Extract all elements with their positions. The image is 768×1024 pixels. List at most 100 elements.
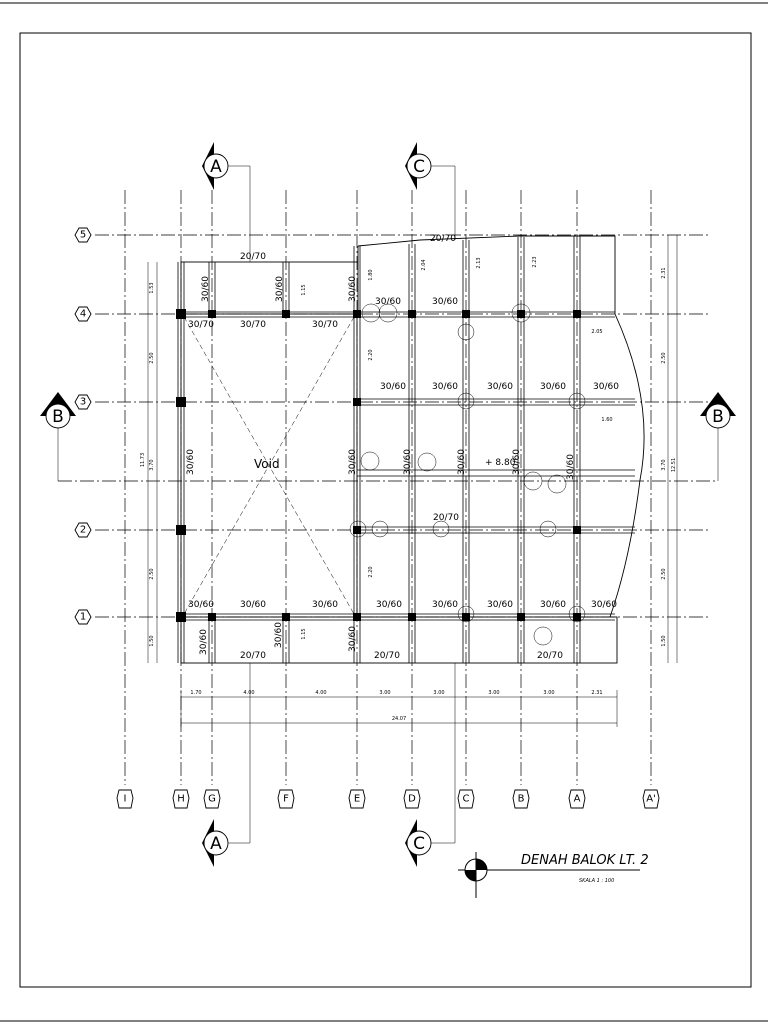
column-label: E [354, 794, 360, 805]
svg-text:4.00: 4.00 [315, 690, 326, 696]
svg-text:30/60: 30/60 [593, 382, 619, 392]
svg-text:11.73: 11.73 [140, 453, 146, 467]
svg-text:20/70: 20/70 [240, 651, 266, 661]
svg-text:30/60: 30/60 [348, 449, 358, 475]
svg-text:30/60: 30/60 [274, 622, 284, 648]
section-marker-b-left: B [40, 392, 76, 481]
svg-text:30/60: 30/60 [591, 600, 617, 610]
row-label: 1 [80, 612, 86, 623]
svg-text:1.53: 1.53 [149, 282, 155, 293]
svg-text:2.23: 2.23 [532, 256, 538, 267]
section-marker-c-bottom: C [405, 663, 456, 867]
column-label: A' [646, 794, 656, 805]
svg-text:B: B [52, 407, 64, 427]
svg-text:30/60: 30/60 [512, 449, 522, 475]
svg-text:20/70: 20/70 [430, 234, 456, 244]
svg-text:1.15: 1.15 [301, 628, 307, 639]
section-marker-a-bottom: A [202, 663, 251, 867]
column-label: B [518, 794, 525, 805]
svg-text:30/60: 30/60 [540, 382, 566, 392]
svg-text:2.04: 2.04 [421, 259, 427, 270]
section-marker-a-top: A [202, 142, 251, 262]
svg-text:30/60: 30/60 [457, 449, 467, 475]
section-marker-b-right: B [700, 392, 736, 481]
openings [349, 303, 586, 646]
row-bubbles: 5 4 3 2 1 [74, 227, 92, 625]
svg-text:2.13: 2.13 [476, 257, 482, 268]
svg-text:30/60: 30/60 [188, 600, 214, 610]
row-label: 3 [80, 397, 86, 408]
svg-text:30/70: 30/70 [240, 320, 266, 330]
svg-text:20/70: 20/70 [374, 651, 400, 661]
bottom-dimension-chain: 1.70 4.00 4.00 3.00 3.00 3.00 3.00 2.31 … [180, 690, 618, 727]
left-dimension-chain: 11.73 1.53 2.50 3.70 2.50 1.50 [140, 262, 158, 663]
void-cross [183, 316, 355, 615]
column-label: A [574, 794, 581, 805]
svg-text:30/60: 30/60 [240, 600, 266, 610]
segment-dims: 1.15 1.15 1.80 2.04 2.13 2.23 2.20 2.20 … [301, 256, 613, 639]
svg-text:1.50: 1.50 [149, 635, 155, 646]
svg-text:3.00: 3.00 [488, 690, 499, 696]
column-bubbles: I H G F E D C B A A' [116, 789, 660, 809]
svg-text:30/60: 30/60 [201, 276, 211, 302]
svg-text:30/60: 30/60 [403, 449, 413, 475]
svg-text:2.50: 2.50 [661, 568, 667, 579]
svg-text:30/60: 30/60 [375, 297, 401, 307]
right-dimension-chain: 2.31 2.50 3.70 2.50 1.50 12.51 [661, 235, 678, 663]
void-label: Void [254, 457, 280, 471]
svg-text:3.70: 3.70 [149, 459, 155, 470]
svg-text:C: C [413, 834, 425, 854]
svg-text:30/60: 30/60 [540, 600, 566, 610]
section-marker-c-top: C [405, 142, 456, 240]
svg-text:30/60: 30/60 [312, 600, 338, 610]
svg-text:30/60: 30/60 [186, 449, 196, 475]
svg-text:1.80: 1.80 [368, 269, 374, 280]
column-label: D [408, 794, 416, 805]
svg-text:A: A [210, 834, 222, 854]
row-label: 4 [80, 309, 86, 320]
svg-text:30/70: 30/70 [188, 320, 214, 330]
drawing-scale: SKALA 1 : 100 [579, 878, 614, 884]
svg-text:30/60: 30/60 [380, 382, 406, 392]
beam-labels: 20/70 20/70 30/70 30/70 30/70 30/60 30/6… [186, 234, 619, 661]
column-label: I [124, 794, 127, 805]
svg-text:12.51: 12.51 [671, 458, 677, 472]
svg-text:30/60: 30/60 [487, 382, 513, 392]
svg-text:30/60: 30/60 [275, 276, 285, 302]
svg-text:20/70: 20/70 [240, 252, 266, 262]
svg-text:30/70: 30/70 [312, 320, 338, 330]
svg-text:A: A [210, 157, 222, 177]
svg-text:C: C [413, 157, 425, 177]
svg-text:30/60: 30/60 [432, 600, 458, 610]
row-label: 2 [80, 525, 86, 536]
svg-text:2.05: 2.05 [591, 329, 602, 335]
svg-text:2.20: 2.20 [368, 566, 374, 577]
svg-text:30/60: 30/60 [348, 276, 358, 302]
column-label: H [177, 794, 185, 805]
row-label: 5 [80, 230, 86, 241]
vertical-grid-lines [124, 190, 652, 785]
svg-text:3.00: 3.00 [379, 690, 390, 696]
svg-text:30/60: 30/60 [348, 626, 358, 652]
svg-text:3.70: 3.70 [661, 459, 667, 470]
svg-text:3.00: 3.00 [543, 690, 554, 696]
column-label: G [208, 794, 216, 805]
svg-text:30/60: 30/60 [487, 600, 513, 610]
svg-text:4.00: 4.00 [243, 690, 254, 696]
svg-text:30/60: 30/60 [566, 454, 576, 480]
svg-text:2.31: 2.31 [661, 267, 667, 278]
drawing-frame [19, 32, 752, 988]
svg-text:1.70: 1.70 [190, 690, 201, 696]
svg-text:2.50: 2.50 [149, 568, 155, 579]
svg-text:2.31: 2.31 [591, 690, 602, 696]
svg-text:1.15: 1.15 [301, 284, 307, 295]
svg-text:30/60: 30/60 [199, 629, 209, 655]
svg-text:B: B [712, 407, 724, 427]
svg-text:20/70: 20/70 [537, 651, 563, 661]
column-label: F [283, 794, 289, 805]
elevation-mark: + 8.80 [485, 458, 516, 468]
svg-text:2.50: 2.50 [149, 352, 155, 363]
columns [176, 309, 581, 622]
svg-text:30/60: 30/60 [432, 382, 458, 392]
